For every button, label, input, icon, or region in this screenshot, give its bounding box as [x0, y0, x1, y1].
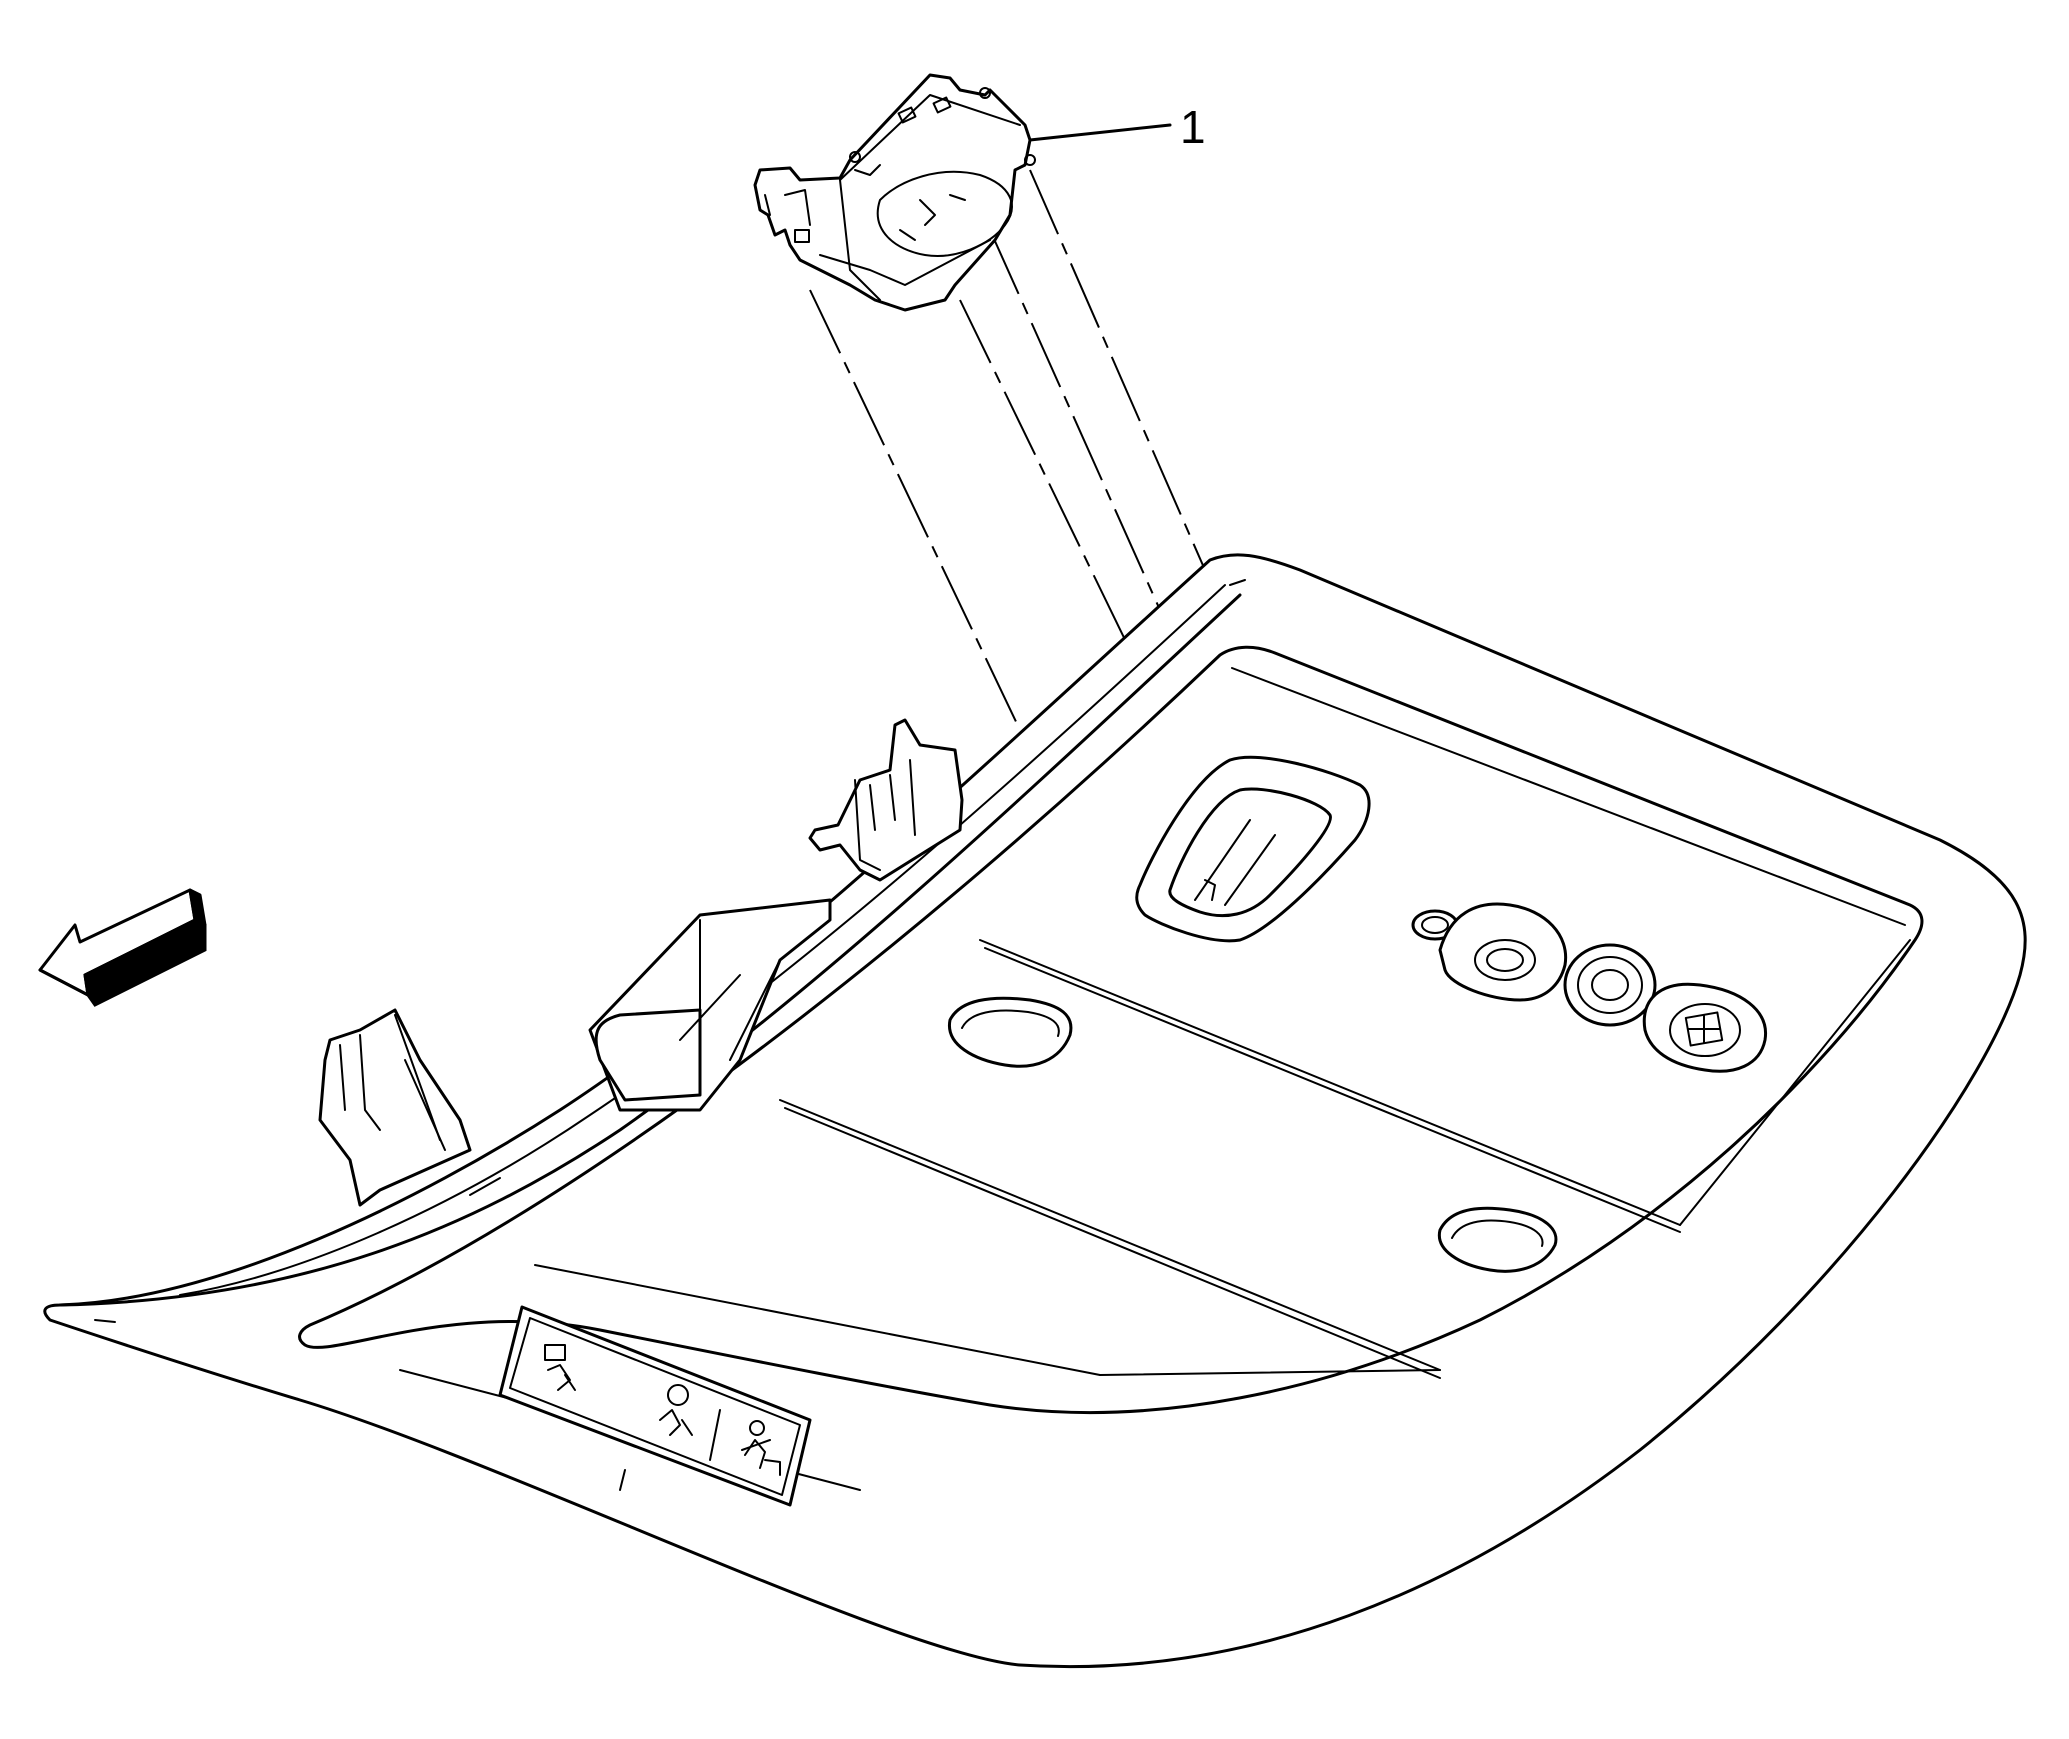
panel-divider-upper: [979, 939, 1681, 1226]
airbag-off-icon: [659, 1384, 693, 1436]
callout-1: 1: [1028, 101, 1206, 153]
reading-lamp-switch-left: [1438, 902, 1568, 1002]
panel-divider-middle: [779, 1099, 1441, 1371]
seatbelt-reminder-icon: [741, 1420, 781, 1476]
reading-lamp-switch-right: [1642, 982, 1768, 1073]
alignment-lines: [809, 169, 1206, 731]
reading-lamp-switch-center: [1563, 943, 1657, 1027]
front-direction-arrow-icon: [38, 888, 207, 1007]
passenger-airbag-status-icon: [544, 1344, 576, 1391]
lower-retaining-clip: [318, 1008, 472, 1207]
divider-slash: [709, 1409, 721, 1461]
map-lamp-lens-upper: [948, 996, 1073, 1068]
indicator-label-strip: [498, 1305, 812, 1507]
overhead-console-module: [753, 73, 1036, 312]
sunroof-switch: [1135, 755, 1371, 943]
upper-retaining-clip: [808, 718, 964, 882]
rear-retainer-bracket: [588, 898, 832, 1112]
callout-leader-line: [1028, 123, 1172, 142]
panel-divider-lower: [534, 1264, 1101, 1376]
callout-label: 1: [1180, 101, 1206, 153]
map-lamp-lens-lower: [1437, 1206, 1558, 1273]
